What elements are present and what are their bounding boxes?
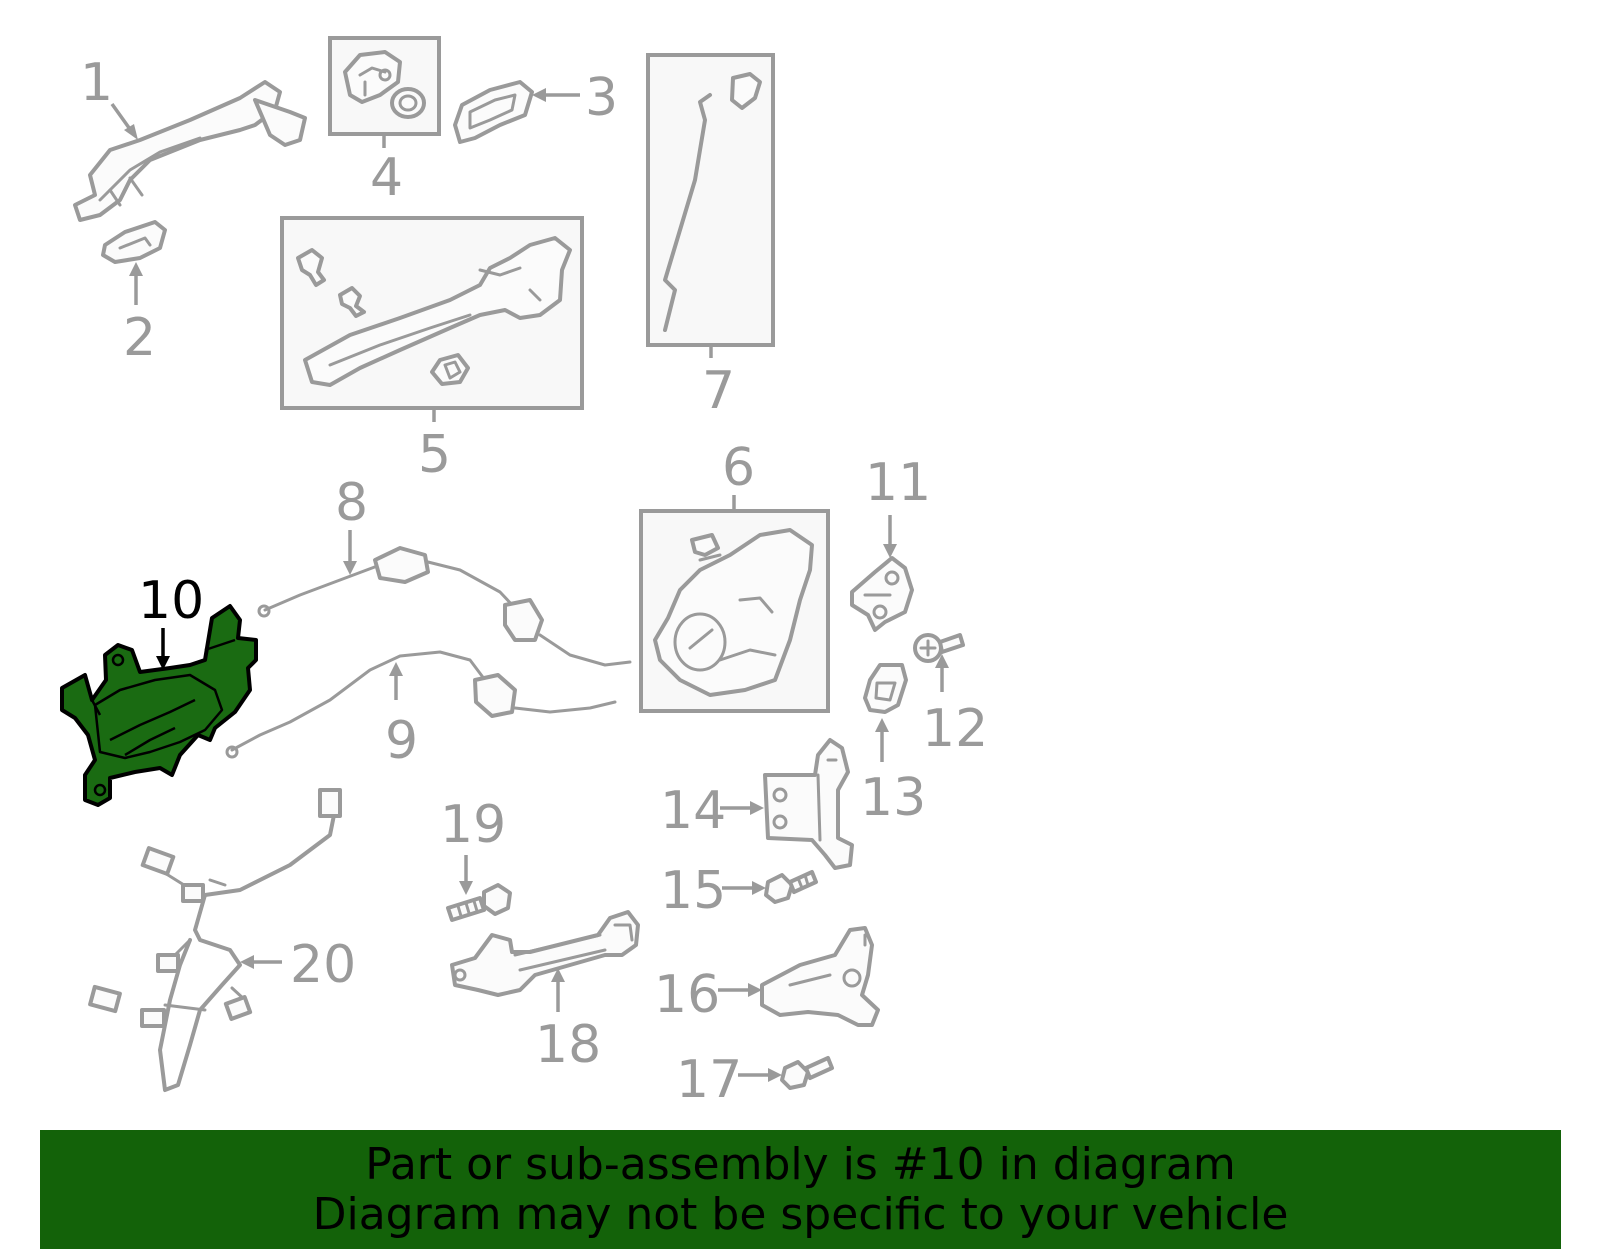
callout-2: 2 bbox=[123, 308, 156, 368]
part-11-striker[interactable] bbox=[850, 556, 914, 632]
callout-6: 6 bbox=[722, 438, 755, 498]
part-3-gasket[interactable] bbox=[453, 80, 534, 144]
callout-17: 17 bbox=[676, 1050, 742, 1110]
callout-10: 10 bbox=[138, 571, 204, 631]
part-15-bolt[interactable] bbox=[764, 870, 818, 904]
arrow-8 bbox=[343, 561, 357, 575]
callout-9: 9 bbox=[385, 711, 418, 771]
part-13-bumper[interactable] bbox=[863, 663, 908, 714]
part-4-cap-kit[interactable] bbox=[328, 36, 441, 136]
arrow-13 bbox=[875, 718, 889, 732]
callout-18: 18 bbox=[535, 1015, 601, 1075]
arrow-19 bbox=[459, 881, 473, 895]
part-20-wire-harness[interactable] bbox=[88, 788, 342, 1092]
arrow-14 bbox=[750, 801, 764, 815]
arrow-11 bbox=[883, 544, 897, 558]
info-banner: Part or sub-assembly is #10 in diagram D… bbox=[40, 1130, 1561, 1249]
banner-line-1: Part or sub-assembly is #10 in diagram bbox=[365, 1138, 1236, 1190]
part-1-outside-handle[interactable] bbox=[73, 80, 307, 222]
part-19-bolt[interactable] bbox=[446, 883, 512, 922]
arrow-12 bbox=[935, 654, 949, 668]
arrow-1 bbox=[124, 124, 138, 140]
arrow-10 bbox=[156, 656, 170, 670]
callout-19: 19 bbox=[440, 795, 506, 855]
arrow-2 bbox=[129, 262, 143, 276]
callout-7: 7 bbox=[702, 361, 735, 421]
part-6-door-latch[interactable] bbox=[639, 509, 830, 713]
arrow-16 bbox=[748, 983, 762, 997]
callout-3: 3 bbox=[585, 68, 618, 128]
arrow-20 bbox=[240, 955, 254, 969]
part-2-handle-pad[interactable] bbox=[101, 220, 167, 264]
part-7-lock-rod[interactable] bbox=[646, 53, 775, 347]
part-17-bolt[interactable] bbox=[780, 1056, 834, 1090]
part-9-cable[interactable] bbox=[225, 650, 617, 759]
part-5-handle-frame[interactable] bbox=[280, 216, 584, 410]
part-10-inside-handle[interactable] bbox=[60, 604, 258, 807]
callout-13: 13 bbox=[860, 768, 926, 828]
callout-14: 14 bbox=[660, 781, 726, 841]
arrow-17 bbox=[768, 1068, 782, 1082]
callout-15: 15 bbox=[660, 861, 726, 921]
callout-8: 8 bbox=[335, 473, 368, 533]
callout-11: 11 bbox=[865, 453, 931, 513]
callout-12: 12 bbox=[922, 699, 988, 759]
arrow-3 bbox=[532, 88, 546, 102]
banner-line-2: Diagram may not be specific to your vehi… bbox=[312, 1188, 1289, 1240]
part-12-screw[interactable] bbox=[913, 633, 965, 663]
arrow-9 bbox=[389, 662, 403, 676]
arrow-15 bbox=[752, 881, 766, 895]
callout-4: 4 bbox=[370, 148, 403, 208]
part-8-cable[interactable] bbox=[257, 546, 632, 667]
part-14-hinge[interactable] bbox=[763, 738, 854, 870]
callout-16: 16 bbox=[654, 965, 720, 1025]
callout-1: 1 bbox=[80, 53, 113, 113]
part-16-lower-hinge[interactable] bbox=[760, 926, 880, 1027]
arrow-18 bbox=[551, 968, 565, 982]
callout-5: 5 bbox=[418, 425, 451, 485]
part-18-door-check[interactable] bbox=[450, 910, 640, 997]
callout-20: 20 bbox=[290, 935, 356, 995]
